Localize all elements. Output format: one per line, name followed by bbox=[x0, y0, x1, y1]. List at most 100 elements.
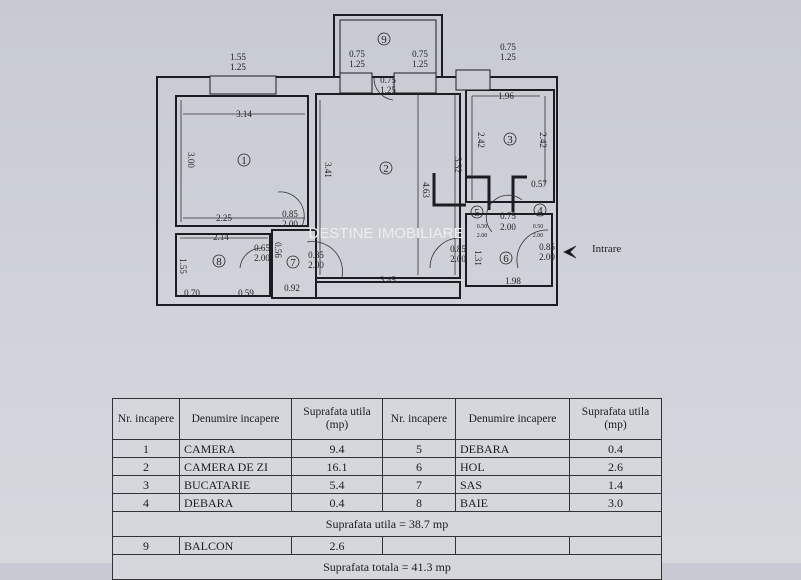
svg-text:2.42: 2.42 bbox=[476, 132, 486, 148]
table-cell: SAS bbox=[455, 475, 570, 494]
room-3-outline bbox=[465, 89, 555, 203]
svg-text:2.00: 2.00 bbox=[254, 253, 270, 263]
svg-text:3.32: 3.32 bbox=[453, 157, 463, 173]
svg-text:0.70: 0.70 bbox=[184, 288, 200, 298]
floor-plan: 9 1 2 3 4 5 6 7 8 1.551.25 0.751.25 0.75… bbox=[156, 14, 621, 306]
dimension-labels: 1.551.25 0.751.25 0.751.25 0.751.25 0.75… bbox=[178, 42, 555, 298]
svg-text:2.42: 2.42 bbox=[538, 132, 548, 148]
room-7-label: 7 bbox=[290, 257, 296, 269]
svg-text:1.25: 1.25 bbox=[500, 52, 516, 62]
table-cell: 9.4 bbox=[291, 439, 383, 458]
svg-text:1.96: 1.96 bbox=[498, 91, 514, 101]
table-cell: 5.4 bbox=[291, 475, 383, 494]
svg-text:2.00: 2.00 bbox=[308, 260, 324, 270]
table-cell bbox=[455, 536, 570, 555]
table-cell: CAMERA DE ZI bbox=[179, 457, 292, 476]
svg-text:0.75: 0.75 bbox=[380, 75, 396, 85]
table-cell: 0.4 bbox=[291, 493, 383, 512]
table-cell: DEBARA bbox=[455, 439, 570, 458]
room-8-outline bbox=[175, 233, 271, 297]
entrance-label: Intrare bbox=[592, 243, 621, 255]
svg-text:1.31: 1.31 bbox=[473, 250, 483, 266]
svg-text:4.63: 4.63 bbox=[421, 182, 431, 198]
table-cell: 1.4 bbox=[569, 475, 662, 494]
svg-text:0.85: 0.85 bbox=[539, 242, 555, 252]
table-cell: Suprafata totala = 41.3 mp bbox=[112, 554, 662, 580]
entrance-arrow-icon bbox=[563, 245, 577, 259]
svg-text:1.98: 1.98 bbox=[505, 276, 521, 286]
table-cell: CAMERA bbox=[179, 439, 292, 458]
table-cell bbox=[382, 536, 456, 555]
room-9-label: 9 bbox=[381, 34, 387, 46]
svg-text:0.92: 0.92 bbox=[284, 283, 300, 293]
svg-text:1.25: 1.25 bbox=[412, 59, 428, 69]
room-8-label: 8 bbox=[216, 256, 222, 268]
svg-text:1.55: 1.55 bbox=[230, 52, 246, 62]
room-5-label: 5 bbox=[474, 207, 480, 219]
table-cell: 3 bbox=[112, 475, 180, 494]
room-1-label: 1 bbox=[241, 155, 247, 167]
table-cell: 16.1 bbox=[291, 457, 383, 476]
room-3-label: 3 bbox=[507, 134, 513, 146]
svg-text:0.65: 0.65 bbox=[254, 243, 270, 253]
table-cell: 2 bbox=[112, 457, 180, 476]
room-2-label: 2 bbox=[383, 163, 389, 175]
table-cell: 2.6 bbox=[569, 457, 662, 476]
svg-text:0.57: 0.57 bbox=[531, 179, 547, 189]
svg-text:0.85: 0.85 bbox=[282, 209, 298, 219]
svg-text:2.00: 2.00 bbox=[450, 254, 466, 264]
svg-text:0.85: 0.85 bbox=[308, 250, 324, 260]
room-2-outline bbox=[315, 93, 461, 279]
table-cell: BUCATARIE bbox=[179, 475, 292, 494]
table-cell: 9 bbox=[112, 536, 180, 555]
svg-text:3.00: 3.00 bbox=[186, 152, 196, 168]
svg-text:1.25: 1.25 bbox=[349, 59, 365, 69]
svg-text:2.00: 2.00 bbox=[282, 219, 298, 229]
svg-text:1.25: 1.25 bbox=[230, 62, 246, 72]
table-cell: 5 bbox=[382, 439, 456, 458]
svg-text:3.41: 3.41 bbox=[323, 162, 333, 178]
table-cell: 7 bbox=[382, 475, 456, 494]
table-cell: 8 bbox=[382, 493, 456, 512]
svg-text:2.00: 2.00 bbox=[533, 233, 544, 239]
table-cell: HOL bbox=[455, 457, 570, 476]
svg-text:2.25: 2.25 bbox=[216, 213, 232, 223]
watermark: DESTINE IMOBILIARE bbox=[308, 225, 463, 242]
room-1-outline bbox=[175, 95, 309, 227]
table-cell: Denumire incapere bbox=[179, 398, 292, 440]
table-cell: Suprafata utila (mp) bbox=[291, 398, 383, 440]
svg-text:3.14: 3.14 bbox=[236, 109, 252, 119]
svg-text:0.50: 0.50 bbox=[533, 224, 544, 230]
room-6-outline bbox=[465, 213, 553, 287]
grand-total-row: Suprafata totala = 41.3 mp bbox=[112, 554, 662, 580]
svg-text:1.55: 1.55 bbox=[178, 258, 188, 274]
table-cell: BALCON bbox=[179, 536, 292, 555]
svg-text:2.00: 2.00 bbox=[500, 222, 516, 232]
table-header: Nr. incapere Denumire incapere Suprafata… bbox=[112, 398, 662, 440]
table-cell: 0.4 bbox=[569, 439, 662, 458]
table-cell: Denumire incapere bbox=[455, 398, 570, 440]
svg-text:2.00: 2.00 bbox=[477, 233, 488, 239]
room-4-label: 4 bbox=[537, 205, 543, 217]
table-cell: Nr. incapere bbox=[382, 398, 456, 440]
svg-text:0.75: 0.75 bbox=[500, 211, 516, 221]
svg-text:0.75: 0.75 bbox=[500, 42, 516, 52]
table-cell: 2.6 bbox=[291, 536, 383, 555]
svg-text:2.14: 2.14 bbox=[213, 232, 229, 242]
table-cell: 4 bbox=[112, 493, 180, 512]
table-cell: Suprafata utila (mp) bbox=[569, 398, 662, 440]
svg-text:3.45: 3.45 bbox=[380, 275, 396, 285]
table-cell: Suprafata utila = 38.7 mp bbox=[112, 511, 662, 537]
room-6-label: 6 bbox=[503, 253, 509, 265]
table-cell: BAIE bbox=[455, 493, 570, 512]
outer-wall bbox=[156, 76, 558, 306]
svg-text:0.59: 0.59 bbox=[238, 288, 254, 298]
useful-total-row: Suprafata utila = 38.7 mp bbox=[112, 511, 662, 537]
table-cell: 1 bbox=[112, 439, 180, 458]
svg-text:0.85: 0.85 bbox=[450, 244, 466, 254]
svg-text:0.56: 0.56 bbox=[273, 242, 283, 258]
